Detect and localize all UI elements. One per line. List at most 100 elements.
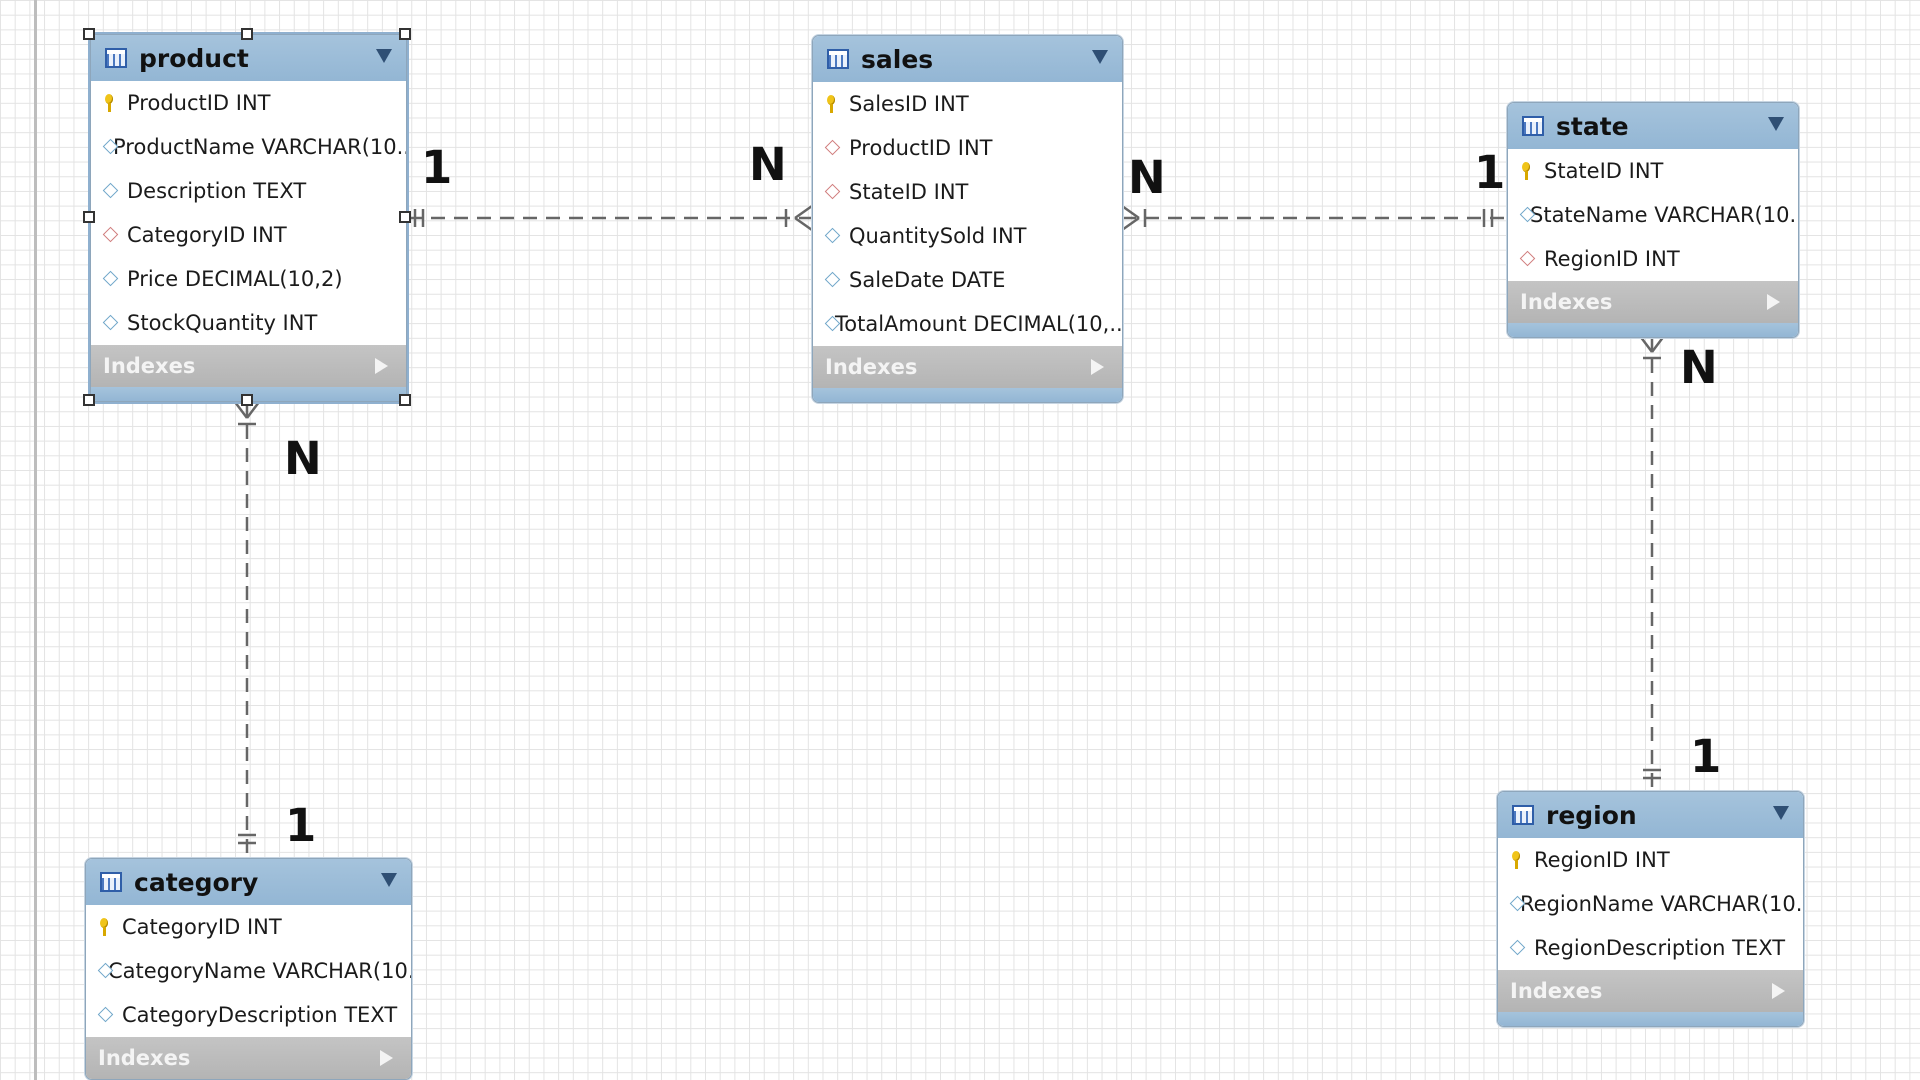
expand-arrow-icon[interactable] (1091, 359, 1104, 375)
table-footer (1498, 1012, 1803, 1026)
relationship-product-sales[interactable] (408, 204, 813, 232)
column-row[interactable]: RegionID INT (1508, 237, 1798, 281)
table-product[interactable]: product ProductID INT ProductName VARCHA… (90, 34, 407, 402)
column-row[interactable]: RegionDescription TEXT (1498, 926, 1803, 970)
column-row[interactable]: StateName VARCHAR(10... (1508, 193, 1798, 237)
column-label: RegionID INT (1534, 848, 1670, 872)
table-icon (105, 48, 127, 68)
table-header[interactable]: state (1508, 103, 1798, 149)
resize-handle-top-left[interactable] (83, 28, 95, 40)
column-icon (825, 269, 839, 291)
column-label: SalesID INT (849, 92, 969, 116)
column-row[interactable]: QuantitySold INT (813, 214, 1122, 258)
foreign-key-icon (1520, 248, 1534, 270)
table-header[interactable]: region (1498, 792, 1803, 838)
cardinality-state-region-to: 1 (1690, 730, 1721, 783)
column-label: ProductName VARCHAR(10... (113, 135, 406, 159)
table-region[interactable]: region RegionID INT RegionName VARCHAR(1… (1497, 791, 1804, 1027)
indexes-section[interactable]: Indexes (1498, 970, 1803, 1012)
column-label: StateID INT (1544, 159, 1664, 183)
column-label: CategoryID INT (127, 223, 287, 247)
relationship-product-category[interactable] (234, 401, 260, 858)
resize-handle-bottom-right[interactable] (399, 394, 411, 406)
resize-handle-middle-right[interactable] (399, 211, 411, 223)
cardinality-product-sales-from: 1 (421, 141, 452, 194)
table-header[interactable]: category (86, 859, 411, 905)
column-row[interactable]: SaleDate DATE (813, 258, 1122, 302)
table-name: product (139, 43, 249, 73)
indexes-section[interactable]: Indexes (91, 345, 406, 387)
relationship-state-region[interactable] (1639, 335, 1665, 791)
table-name: category (134, 867, 259, 897)
column-icon (103, 268, 117, 290)
table-category[interactable]: category CategoryID INT CategoryName VAR… (85, 858, 412, 1080)
table-icon (1522, 116, 1544, 136)
collapse-arrow-icon[interactable] (381, 873, 397, 887)
primary-key-icon (1510, 849, 1524, 871)
column-label: CategoryDescription TEXT (122, 1003, 398, 1027)
resize-handle-top-middle[interactable] (241, 28, 253, 40)
column-label: QuantitySold INT (849, 224, 1027, 248)
column-row[interactable]: Price DECIMAL(10,2) (91, 257, 406, 301)
table-sales[interactable]: sales SalesID INT ProductID INT StateID … (812, 35, 1123, 403)
expand-arrow-icon[interactable] (380, 1050, 393, 1066)
cardinality-state-region-from: N (1680, 341, 1718, 394)
collapse-arrow-icon[interactable] (376, 49, 392, 63)
column-label: Description TEXT (127, 179, 307, 203)
collapse-arrow-icon[interactable] (1092, 50, 1108, 64)
column-row[interactable]: StockQuantity INT (91, 301, 406, 345)
column-icon (98, 1004, 112, 1026)
primary-key-icon (1520, 160, 1534, 182)
resize-handle-bottom-left[interactable] (83, 394, 95, 406)
collapse-arrow-icon[interactable] (1768, 117, 1784, 131)
collapse-arrow-icon[interactable] (1773, 806, 1789, 820)
column-row[interactable]: RegionID INT (1498, 838, 1803, 882)
column-label: RegionDescription TEXT (1534, 936, 1786, 960)
table-icon (827, 49, 849, 69)
column-label: StockQuantity INT (127, 311, 318, 335)
resize-handle-middle-left[interactable] (83, 211, 95, 223)
column-icon (1510, 937, 1524, 959)
column-row[interactable]: ProductID INT (91, 81, 406, 125)
expand-arrow-icon[interactable] (375, 358, 388, 374)
resize-handle-top-right[interactable] (399, 28, 411, 40)
column-row[interactable]: SalesID INT (813, 82, 1122, 126)
relationship-sales-state[interactable] (1121, 204, 1507, 232)
table-state[interactable]: state StateID INT StateName VARCHAR(10..… (1507, 102, 1799, 338)
column-row[interactable]: CategoryDescription TEXT (86, 993, 411, 1037)
column-label: RegionName VARCHAR(10... (1520, 892, 1803, 916)
table-header[interactable]: product (91, 35, 406, 81)
table-icon (100, 872, 122, 892)
column-row[interactable]: CategoryID INT (86, 905, 411, 949)
indexes-section[interactable]: Indexes (813, 346, 1122, 388)
indexes-section[interactable]: Indexes (1508, 281, 1798, 323)
primary-key-icon (103, 92, 117, 114)
expand-arrow-icon[interactable] (1767, 294, 1780, 310)
column-icon (825, 225, 839, 247)
indexes-label: Indexes (1520, 290, 1613, 314)
cardinality-sales-state-to: 1 (1474, 146, 1505, 199)
cardinality-sales-state-from: N (1128, 151, 1166, 204)
column-label: TotalAmount DECIMAL(10,... (835, 312, 1122, 336)
column-row[interactable]: Description TEXT (91, 169, 406, 213)
column-row[interactable]: TotalAmount DECIMAL(10,... (813, 302, 1122, 346)
cardinality-product-sales-to: N (749, 138, 787, 191)
column-row[interactable]: CategoryName VARCHAR(10... (86, 949, 411, 993)
expand-arrow-icon[interactable] (1772, 983, 1785, 999)
column-label: ProductID INT (127, 91, 271, 115)
column-row[interactable]: ProductID INT (813, 126, 1122, 170)
column-label: ProductID INT (849, 136, 993, 160)
table-header[interactable]: sales (813, 36, 1122, 82)
table-name: sales (861, 44, 934, 74)
resize-handle-bottom-middle[interactable] (241, 394, 253, 406)
column-row[interactable]: ProductName VARCHAR(10... (91, 125, 406, 169)
column-row[interactable]: StateID INT (1508, 149, 1798, 193)
primary-key-icon (825, 93, 839, 115)
indexes-label: Indexes (1510, 979, 1603, 1003)
foreign-key-icon (825, 137, 839, 159)
indexes-section[interactable]: Indexes (86, 1037, 411, 1079)
column-row[interactable]: CategoryID INT (91, 213, 406, 257)
column-row[interactable]: RegionName VARCHAR(10... (1498, 882, 1803, 926)
column-row[interactable]: StateID INT (813, 170, 1122, 214)
